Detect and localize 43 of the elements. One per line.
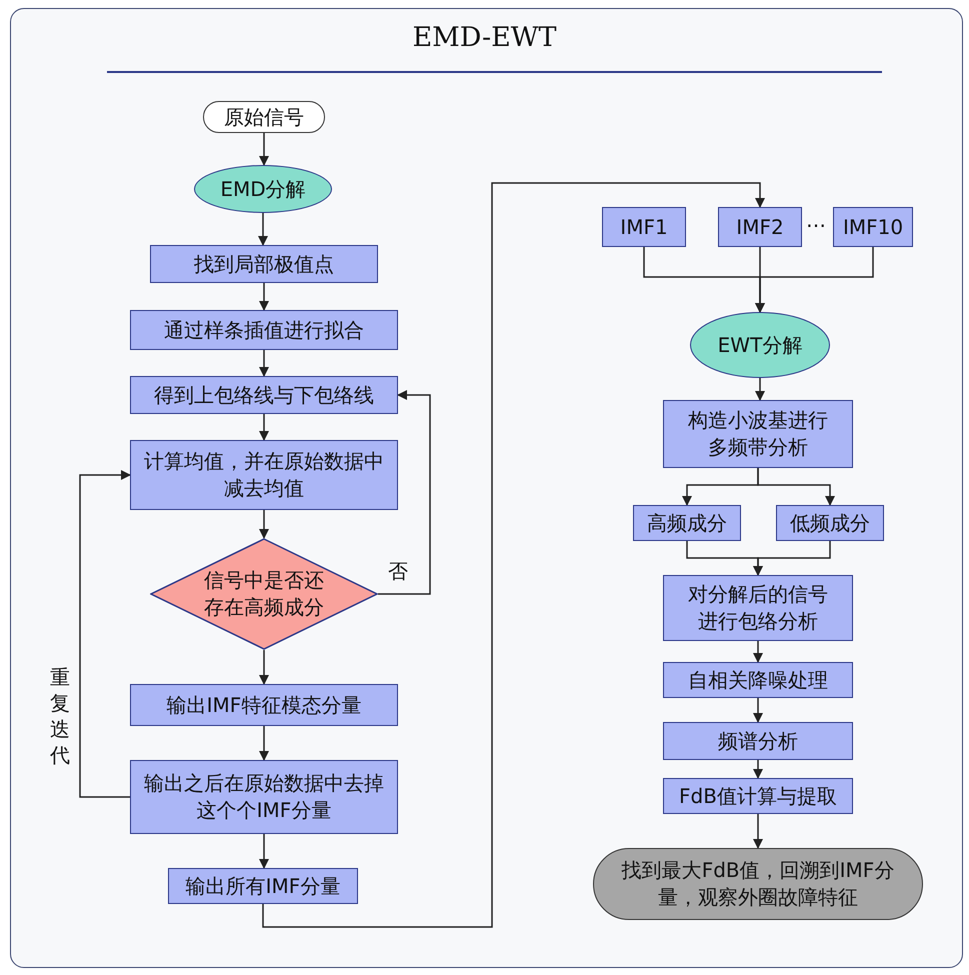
process-box: 找到局部极值点: [150, 245, 378, 283]
edge-label: 重复迭代: [50, 664, 72, 768]
process-box: 计算均值，并在原始数据中减去均值: [130, 440, 398, 510]
process-box: 得到上包络线与下包络线: [130, 376, 398, 414]
decision-diamond: 信号中是否还存在高频成分: [150, 538, 378, 650]
process-box: 构造小波基进行多频带分析: [663, 400, 853, 468]
process-box: 高频成分: [633, 505, 741, 541]
arrow: [259, 650, 269, 685]
arrow: [259, 834, 269, 869]
process-box: IMF10: [833, 207, 913, 247]
title: EMD-EWT: [411, 22, 558, 53]
arrow: [262, 182, 765, 928]
process-box: IMF1: [602, 207, 686, 247]
arrow: [259, 133, 269, 166]
arrow: [753, 541, 831, 576]
arrow: [753, 698, 763, 723]
process-box: 输出之后在原始数据中去掉这个个IMF分量: [130, 760, 398, 834]
arrow: [259, 350, 269, 377]
arrow: [258, 213, 268, 246]
process-box: 输出IMF特征模态分量: [130, 684, 398, 726]
arrow: [755, 378, 765, 401]
arrow: [378, 390, 431, 595]
arrow: [259, 510, 269, 539]
arrow: [259, 726, 269, 761]
arrow: [79, 470, 131, 798]
process-box: 通过样条插值进行拟合: [130, 310, 398, 350]
process-box: FdB值计算与提取: [663, 778, 853, 814]
arrow: [755, 247, 874, 313]
process-box: 频谱分析: [663, 722, 853, 760]
process-box: IMF2: [718, 207, 802, 247]
arrow: [753, 641, 763, 663]
process-box: 低频成分: [776, 505, 884, 541]
arrow: [753, 760, 763, 779]
ellipsis-label: …: [806, 208, 826, 232]
process-box: 自相关降噪处理: [663, 662, 853, 698]
start-terminal: 原始信号: [203, 101, 325, 133]
arrow: [259, 414, 269, 441]
arrow: [757, 468, 835, 506]
process-box: 对分解后的信号进行包络分析: [663, 575, 853, 641]
arrow: [259, 283, 269, 311]
process-box: 输出所有IMF分量: [168, 868, 358, 904]
end-terminal: 找到最大FdB值，回溯到IMF分量，观察外圈故障特征: [593, 848, 923, 920]
arrow: [753, 814, 763, 849]
